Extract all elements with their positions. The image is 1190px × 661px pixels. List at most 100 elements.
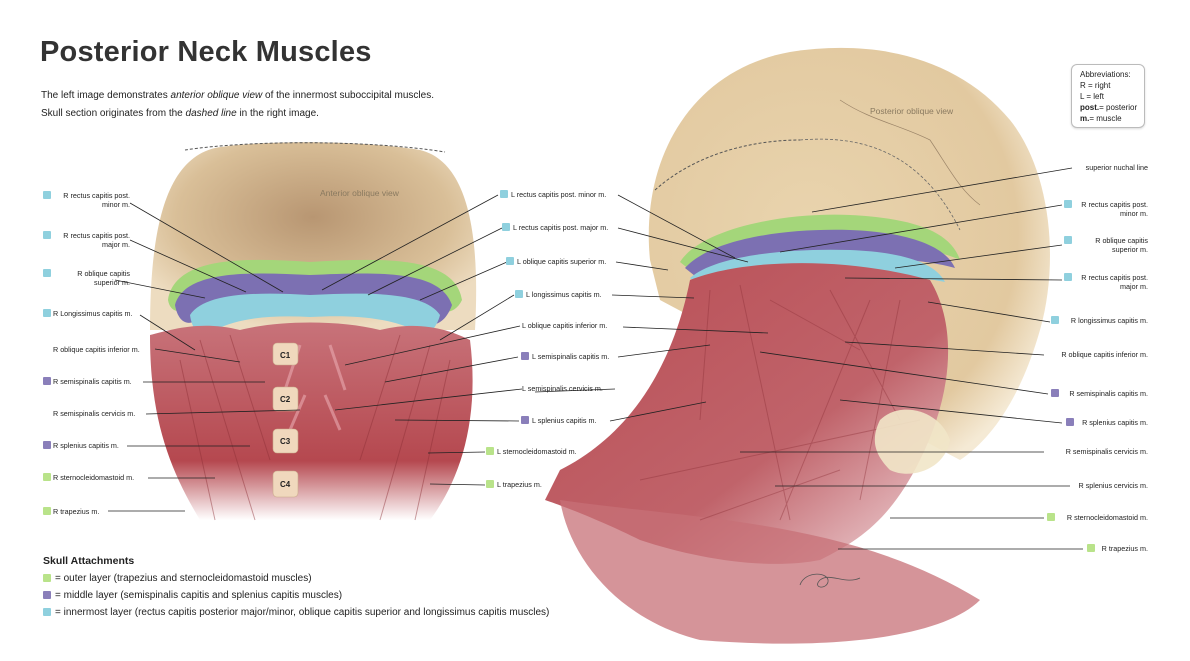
innermost-layer-marker-icon bbox=[43, 191, 51, 199]
abbrev-post-key: post. bbox=[1080, 103, 1100, 112]
legend-prefix: = bbox=[55, 573, 64, 584]
left_labels_left-label-6: R semispinalis cervicis m. bbox=[53, 409, 136, 418]
intro-line-1-emphasis: anterior oblique view bbox=[170, 90, 263, 101]
middle-layer-swatch-icon bbox=[43, 591, 51, 599]
vertebra-c1-label: C1 bbox=[280, 351, 291, 360]
left_labels_left-label-9: R trapezius m. bbox=[53, 507, 100, 516]
legend-key: middle bbox=[63, 590, 94, 601]
innermost-layer-marker-icon bbox=[1064, 200, 1072, 208]
outer-layer-marker-icon bbox=[1047, 513, 1055, 521]
outer-layer-marker-icon bbox=[43, 473, 51, 481]
left_labels_right-label-5: L semispinalis capitis m. bbox=[532, 352, 610, 361]
innermost-layer-swatch-icon bbox=[43, 608, 51, 616]
legend-item-middle: = middle layer (semispinalis capitis and… bbox=[43, 590, 342, 601]
middle-layer-marker-icon bbox=[1051, 389, 1059, 397]
left_labels_left-label-8: R sternocleidomastoid m. bbox=[53, 473, 135, 482]
left_labels_left-label-3: R Longissimus capitis m. bbox=[53, 309, 133, 318]
middle-layer-marker-icon bbox=[43, 377, 51, 385]
outer-layer-marker-icon bbox=[486, 480, 494, 488]
innermost-layer-marker-icon bbox=[1051, 316, 1059, 324]
vertebra-c2-label: C2 bbox=[280, 395, 291, 404]
left_labels_left-label-5: R semispinalis capitis m. bbox=[53, 377, 132, 386]
innermost-layer-marker-icon bbox=[502, 223, 510, 231]
legend-key: outer bbox=[63, 573, 87, 584]
legend-key: innermost bbox=[63, 607, 108, 618]
left_labels_left-label-1: R rectus capitis post.major m. bbox=[63, 231, 130, 249]
outer-layer-swatch-icon bbox=[43, 574, 51, 582]
legend-description: layer (trapezius and sternocleidomastoid… bbox=[86, 573, 312, 584]
right_labels-label-7: R splenius capitis m. bbox=[1082, 418, 1148, 427]
abbrev-left: L = left bbox=[1080, 92, 1104, 101]
right_labels-label-11: R trapezius m. bbox=[1101, 544, 1148, 553]
vertebra-c3 bbox=[272, 428, 299, 454]
right_labels-label-4: R longissimus capitis m. bbox=[1070, 316, 1148, 325]
innermost-layer-marker-icon bbox=[515, 290, 523, 298]
artist-signature-icon bbox=[799, 573, 861, 588]
vertebra-c1 bbox=[272, 342, 299, 366]
legend-title: Skull Attachments bbox=[43, 555, 135, 567]
intro-line-2-a: Skull section originates from the bbox=[41, 108, 186, 119]
intro-line-2-b: in the right image. bbox=[236, 108, 319, 119]
left_labels_right-label-8: L sternocleidomastoid m. bbox=[497, 447, 577, 456]
left_labels_left-label-0: R rectus capitis post.minor m. bbox=[63, 191, 130, 209]
right-figure bbox=[545, 47, 1050, 644]
left-figure: C1 C2 C3 C4 bbox=[150, 142, 477, 521]
legend-description: layer (semispinalis capitis and splenius… bbox=[93, 590, 343, 601]
leader-lines bbox=[108, 167, 1083, 550]
left_labels_right-label-9: L trapezius m. bbox=[497, 480, 542, 489]
vertebra-c2 bbox=[272, 386, 299, 412]
outer-layer-marker-icon bbox=[1087, 544, 1095, 552]
legend-item-outer: = outer layer (trapezius and sternocleid… bbox=[43, 573, 312, 584]
abbreviations-box: Abbreviations: R = right L = left post.=… bbox=[1071, 64, 1145, 128]
middle-layer-marker-icon bbox=[521, 416, 529, 424]
abbrev-posterior: post.= posterior bbox=[1080, 102, 1144, 113]
intro-line-2-emphasis: dashed line bbox=[185, 108, 237, 119]
left_labels_right-label-6: L semispinalis cervicis m. bbox=[522, 384, 603, 393]
right_labels-label-3: R rectus capitis post.major m. bbox=[1081, 273, 1148, 291]
right_labels-label-8: R semispinalis cervicis m. bbox=[1065, 447, 1148, 456]
intro-line-2: Skull section originates from the dashed… bbox=[41, 108, 319, 119]
left_labels_right-label-7: L splenius capitis m. bbox=[532, 416, 597, 425]
left_labels_right-label-3: L longissimus capitis m. bbox=[526, 290, 602, 299]
middle-layer-marker-icon bbox=[1066, 418, 1074, 426]
left_labels_left-label-7: R splenius capitis m. bbox=[53, 441, 119, 450]
legend-prefix: = bbox=[55, 590, 64, 601]
left_labels_right-label-0: L rectus capitis post. minor m. bbox=[511, 190, 607, 199]
right_labels-label-6: R semispinalis capitis m. bbox=[1069, 389, 1148, 398]
innermost-layer-marker-icon bbox=[43, 231, 51, 239]
abbrev-post-val: = posterior bbox=[1099, 103, 1138, 112]
right-view-label: Posterior oblique view bbox=[870, 106, 954, 116]
left-view-label: Anterior oblique view bbox=[320, 188, 399, 198]
right_labels-label-1: R rectus capitis post.minor m. bbox=[1081, 200, 1148, 218]
abbrev-m-key: m. bbox=[1080, 114, 1090, 123]
intro-line-1: The left image demonstrates anterior obl… bbox=[41, 90, 434, 101]
left_labels_right-label-2: L oblique capitis superior m. bbox=[517, 257, 607, 266]
left_labels_right-label-1: L rectus capitis post. major m. bbox=[513, 223, 609, 232]
abbreviations-heading: Abbreviations: bbox=[1080, 70, 1131, 79]
outer-layer-marker-icon bbox=[43, 507, 51, 515]
legend-prefix: = bbox=[55, 607, 64, 618]
intro-line-1-a: The left image demonstrates bbox=[41, 90, 171, 101]
right_labels-label-5: R oblique capitis inferior m. bbox=[1061, 350, 1148, 359]
page-title: Posterior Neck Muscles bbox=[40, 36, 372, 68]
left_labels_right-label-4: L oblique capitis inferior m. bbox=[522, 321, 608, 330]
abbrev-right: R = right bbox=[1080, 81, 1111, 90]
abbrev-muscle: m.= muscle bbox=[1080, 113, 1144, 124]
vertebra-c4 bbox=[272, 470, 299, 498]
middle-layer-marker-icon bbox=[43, 441, 51, 449]
left_labels_left-label-4: R oblique capitis inferior m. bbox=[53, 345, 140, 354]
legend-item-innermost: = innermost layer (rectus capitis poster… bbox=[43, 607, 549, 618]
innermost-layer-marker-icon bbox=[43, 309, 51, 317]
vertebra-c4-label: C4 bbox=[280, 480, 291, 489]
right_labels-label-0: superior nuchal line bbox=[1085, 163, 1148, 172]
middle-layer-marker-icon bbox=[521, 352, 529, 360]
intro-line-1-b: of the innermost suboccipital muscles. bbox=[262, 90, 434, 101]
innermost-layer-marker-icon bbox=[1064, 273, 1072, 281]
innermost-layer-marker-icon bbox=[506, 257, 514, 265]
outer-layer-marker-icon bbox=[486, 447, 494, 455]
right_labels-label-10: R sternocleidomastoid m. bbox=[1066, 513, 1148, 522]
vertebra-c3-label: C3 bbox=[280, 437, 291, 446]
innermost-layer-marker-icon bbox=[1064, 236, 1072, 244]
